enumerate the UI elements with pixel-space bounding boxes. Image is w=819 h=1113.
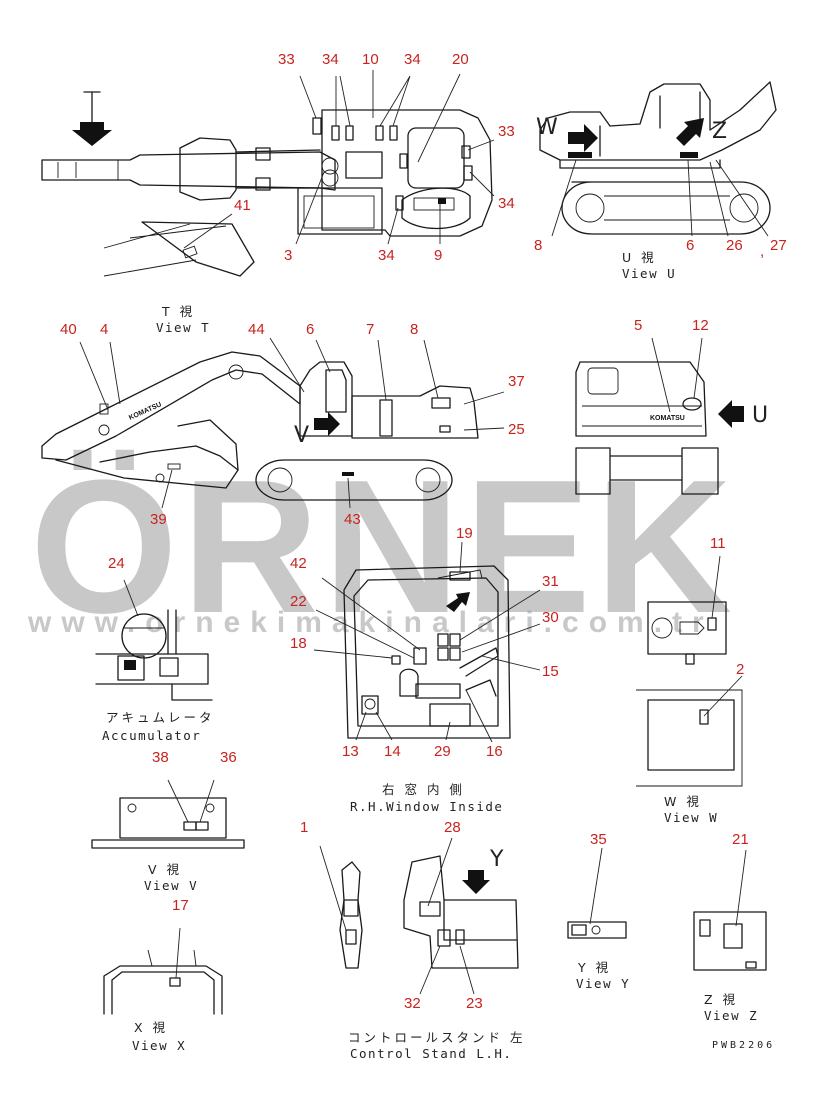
callout-5: 5: [634, 317, 642, 334]
callout-comma: ,: [760, 243, 764, 260]
callout-4: 4: [100, 321, 108, 338]
watermark-logo: ÖRNEK: [30, 441, 736, 653]
caption-view-z-jp: Z 視: [704, 992, 738, 1007]
callout-15: 15: [542, 663, 559, 680]
callout-21: 21: [732, 831, 749, 848]
callout-34d: 34: [378, 247, 395, 264]
caption-view-y-jp: Y 視: [577, 960, 611, 975]
callout-8b: 8: [410, 321, 418, 338]
callout-20: 20: [452, 51, 469, 68]
callout-41: 41: [234, 197, 251, 214]
callout-30: 30: [542, 609, 559, 626]
view-letter-y: Y: [489, 847, 504, 872]
callout-40: 40: [60, 321, 77, 338]
callout-34a: 34: [322, 51, 339, 68]
view-x-drawing: [103, 927, 223, 1015]
caption-rh-window-en: R.H.Window Inside: [350, 799, 503, 814]
logo-komatsu-rear: KOMATSU: [650, 415, 685, 422]
view-z-drawing: [693, 849, 767, 971]
watermark-url: www.ornekimakinalari.com.tr: [27, 606, 714, 639]
callout-22: 22: [290, 593, 307, 610]
caption-view-w-en: View W: [664, 810, 718, 825]
callout-27: 27: [770, 237, 787, 254]
callout-35: 35: [590, 831, 607, 848]
callout-8a: 8: [534, 237, 542, 254]
callout-numbers: 33 34 10 34 20 33 34 41 3 34 9 8 6 26 , …: [60, 51, 787, 1012]
view-y-drawing: [567, 847, 627, 939]
callout-24: 24: [108, 555, 125, 572]
control-stand-drawing: Y: [319, 837, 519, 995]
callout-19: 19: [456, 525, 473, 542]
callout-42: 42: [290, 555, 307, 572]
callout-34c: 34: [498, 195, 515, 212]
watermark: ÖRNEK www.ornekimakinalari.com.tr: [27, 441, 736, 653]
callout-33a: 33: [278, 51, 295, 68]
caption-view-v-en: View V: [144, 878, 198, 893]
view-t-drawing: [41, 70, 495, 277]
caption-control-stand-jp: コントロールスタンド 左: [348, 1030, 525, 1045]
view-captions: T 視 View T U 視 View U アキュムレータ Accumulato…: [102, 250, 775, 1061]
caption-accumulator-jp: アキュムレータ: [106, 710, 215, 725]
callout-7: 7: [366, 321, 374, 338]
callout-6b: 6: [306, 321, 314, 338]
callout-28: 28: [444, 819, 461, 836]
caption-accumulator-en: Accumulator: [102, 728, 201, 743]
view-letter-z: Z: [712, 119, 727, 144]
callout-13: 13: [342, 743, 359, 760]
view-letter-u-rear: U: [752, 403, 768, 428]
caption-rh-window-jp: 右 窓 内 側: [382, 782, 465, 797]
view-letters: W Z V: [294, 115, 727, 448]
caption-view-x-jp: X 視: [134, 1020, 168, 1035]
accumulator-drawing: [95, 579, 213, 701]
callout-43: 43: [344, 511, 361, 528]
view-w-drawing: [636, 555, 743, 787]
callout-11: 11: [710, 535, 726, 552]
callout-1: 1: [300, 819, 308, 836]
callout-9: 9: [434, 247, 442, 264]
callout-10: 10: [362, 51, 379, 68]
callout-39: 39: [150, 511, 167, 528]
callout-6a: 6: [686, 237, 694, 254]
callout-18: 18: [290, 635, 307, 652]
caption-view-v-jp: V 視: [148, 862, 182, 877]
callout-26: 26: [726, 237, 743, 254]
drawing-code: PWB2206: [712, 1040, 775, 1051]
caption-view-z-en: View Z: [704, 1008, 758, 1023]
view-u-drawing: [539, 81, 777, 237]
caption-view-x-en: View X: [132, 1038, 186, 1053]
callout-33b: 33: [498, 123, 515, 140]
callout-38: 38: [152, 749, 169, 766]
caption-view-w-jp: W 視: [664, 794, 702, 809]
caption-control-stand-en: Control Stand L.H.: [350, 1046, 512, 1061]
callout-32: 32: [404, 995, 421, 1012]
callout-17: 17: [172, 897, 189, 914]
caption-view-y-en: View Y: [576, 976, 630, 991]
view-letter-w: W: [536, 115, 558, 140]
callout-36: 36: [220, 749, 237, 766]
view-letter-v: V: [294, 423, 309, 448]
caption-view-t-jp: T 視: [161, 304, 195, 319]
callout-44: 44: [248, 321, 265, 338]
callout-31: 31: [542, 573, 559, 590]
rear-view-drawing: KOMATSU U: [575, 337, 768, 495]
callout-16: 16: [486, 743, 503, 760]
caption-view-u-en: View U: [622, 266, 676, 281]
callout-14: 14: [384, 743, 401, 760]
callout-2: 2: [736, 661, 744, 678]
caption-view-u-jp: U 視: [622, 250, 657, 265]
rh-window-drawing: [313, 541, 541, 743]
caption-view-t-en: View T: [156, 320, 210, 335]
callout-34b: 34: [404, 51, 421, 68]
callout-29: 29: [434, 743, 451, 760]
callout-3: 3: [284, 247, 292, 264]
callout-25: 25: [508, 421, 525, 438]
callout-23: 23: [466, 995, 483, 1012]
callout-37: 37: [508, 373, 525, 390]
callout-12: 12: [692, 317, 709, 334]
view-v-drawing: [91, 779, 245, 849]
